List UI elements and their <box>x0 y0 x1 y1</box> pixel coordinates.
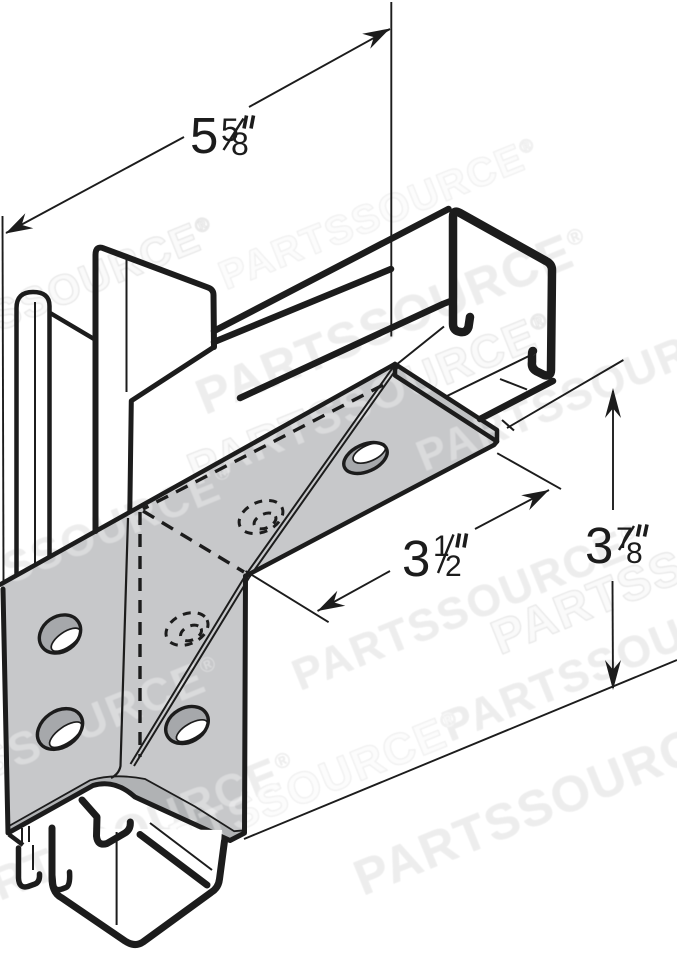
svg-text:8: 8 <box>626 537 643 570</box>
svg-text:2: 2 <box>445 550 462 583</box>
svg-text:5: 5 <box>190 107 218 164</box>
svg-text:8: 8 <box>231 126 249 162</box>
svg-text:3: 3 <box>402 530 430 587</box>
svg-text:5: 5 <box>221 112 239 148</box>
svg-text:3: 3 <box>585 517 613 574</box>
